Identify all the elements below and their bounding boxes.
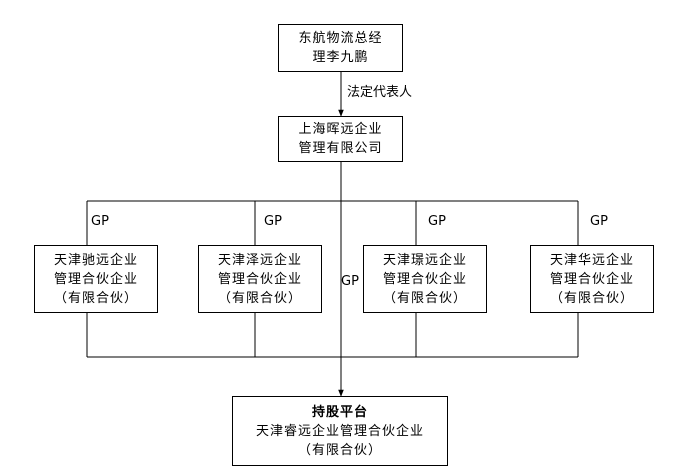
gp-label-4: GP [590, 214, 608, 229]
gp-label-trunk: GP [341, 274, 359, 289]
node-partnership-huayuan: 天津华远企业 管理合伙企业 （有限合伙） [530, 245, 654, 313]
node-holding-platform: 持股平台 天津睿远企业管理合伙企业 （有限合伙） [232, 396, 448, 466]
node-partnership-zeyuan: 天津泽远企业 管理合伙企业 （有限合伙） [198, 245, 322, 313]
partnership-line1: 天津驰远企业 [53, 252, 138, 268]
node-general-manager-line2: 理李九鹏 [312, 50, 369, 65]
partnership-line1: 天津璟远企业 [382, 252, 467, 268]
node-partnership-chiyuan: 天津驰远企业 管理合伙企业 （有限合伙） [34, 245, 158, 313]
node-partnership-jingyuan: 天津璟远企业 管理合伙企业 （有限合伙） [363, 245, 487, 313]
node-general-manager: 东航物流总经 理李九鹏 [278, 24, 403, 72]
partnership-line1: 天津泽远企业 [217, 252, 302, 268]
node-gp-company-line2: 管理有限公司 [298, 141, 383, 156]
legal-rep-label: 法定代表人 [347, 85, 413, 100]
partnership-line2: 管理合伙企业 [382, 271, 467, 287]
gp-label-1: GP [91, 214, 109, 229]
partnership-line2: 管理合伙企业 [53, 271, 138, 287]
gp-label-3: GP [428, 214, 446, 229]
platform-line2: 天津睿远企业管理合伙企业 [255, 423, 424, 439]
partnership-line2: 管理合伙企业 [549, 271, 634, 287]
node-gp-company-line1: 上海晖远企业 [298, 122, 383, 137]
partnership-line3: （有限合伙） [53, 290, 138, 306]
gp-label-2: GP [264, 214, 282, 229]
node-gp-company: 上海晖远企业 管理有限公司 [278, 116, 403, 162]
node-general-manager-line1: 东航物流总经 [298, 31, 383, 46]
platform-title: 持股平台 [311, 404, 368, 420]
partnership-line1: 天津华远企业 [549, 252, 634, 268]
partnership-line3: （有限合伙） [217, 290, 302, 306]
partnership-line2: 管理合伙企业 [217, 271, 302, 287]
partnership-line3: （有限合伙） [382, 290, 467, 306]
partnership-line3: （有限合伙） [549, 290, 634, 306]
platform-line3: （有限合伙） [297, 442, 382, 458]
